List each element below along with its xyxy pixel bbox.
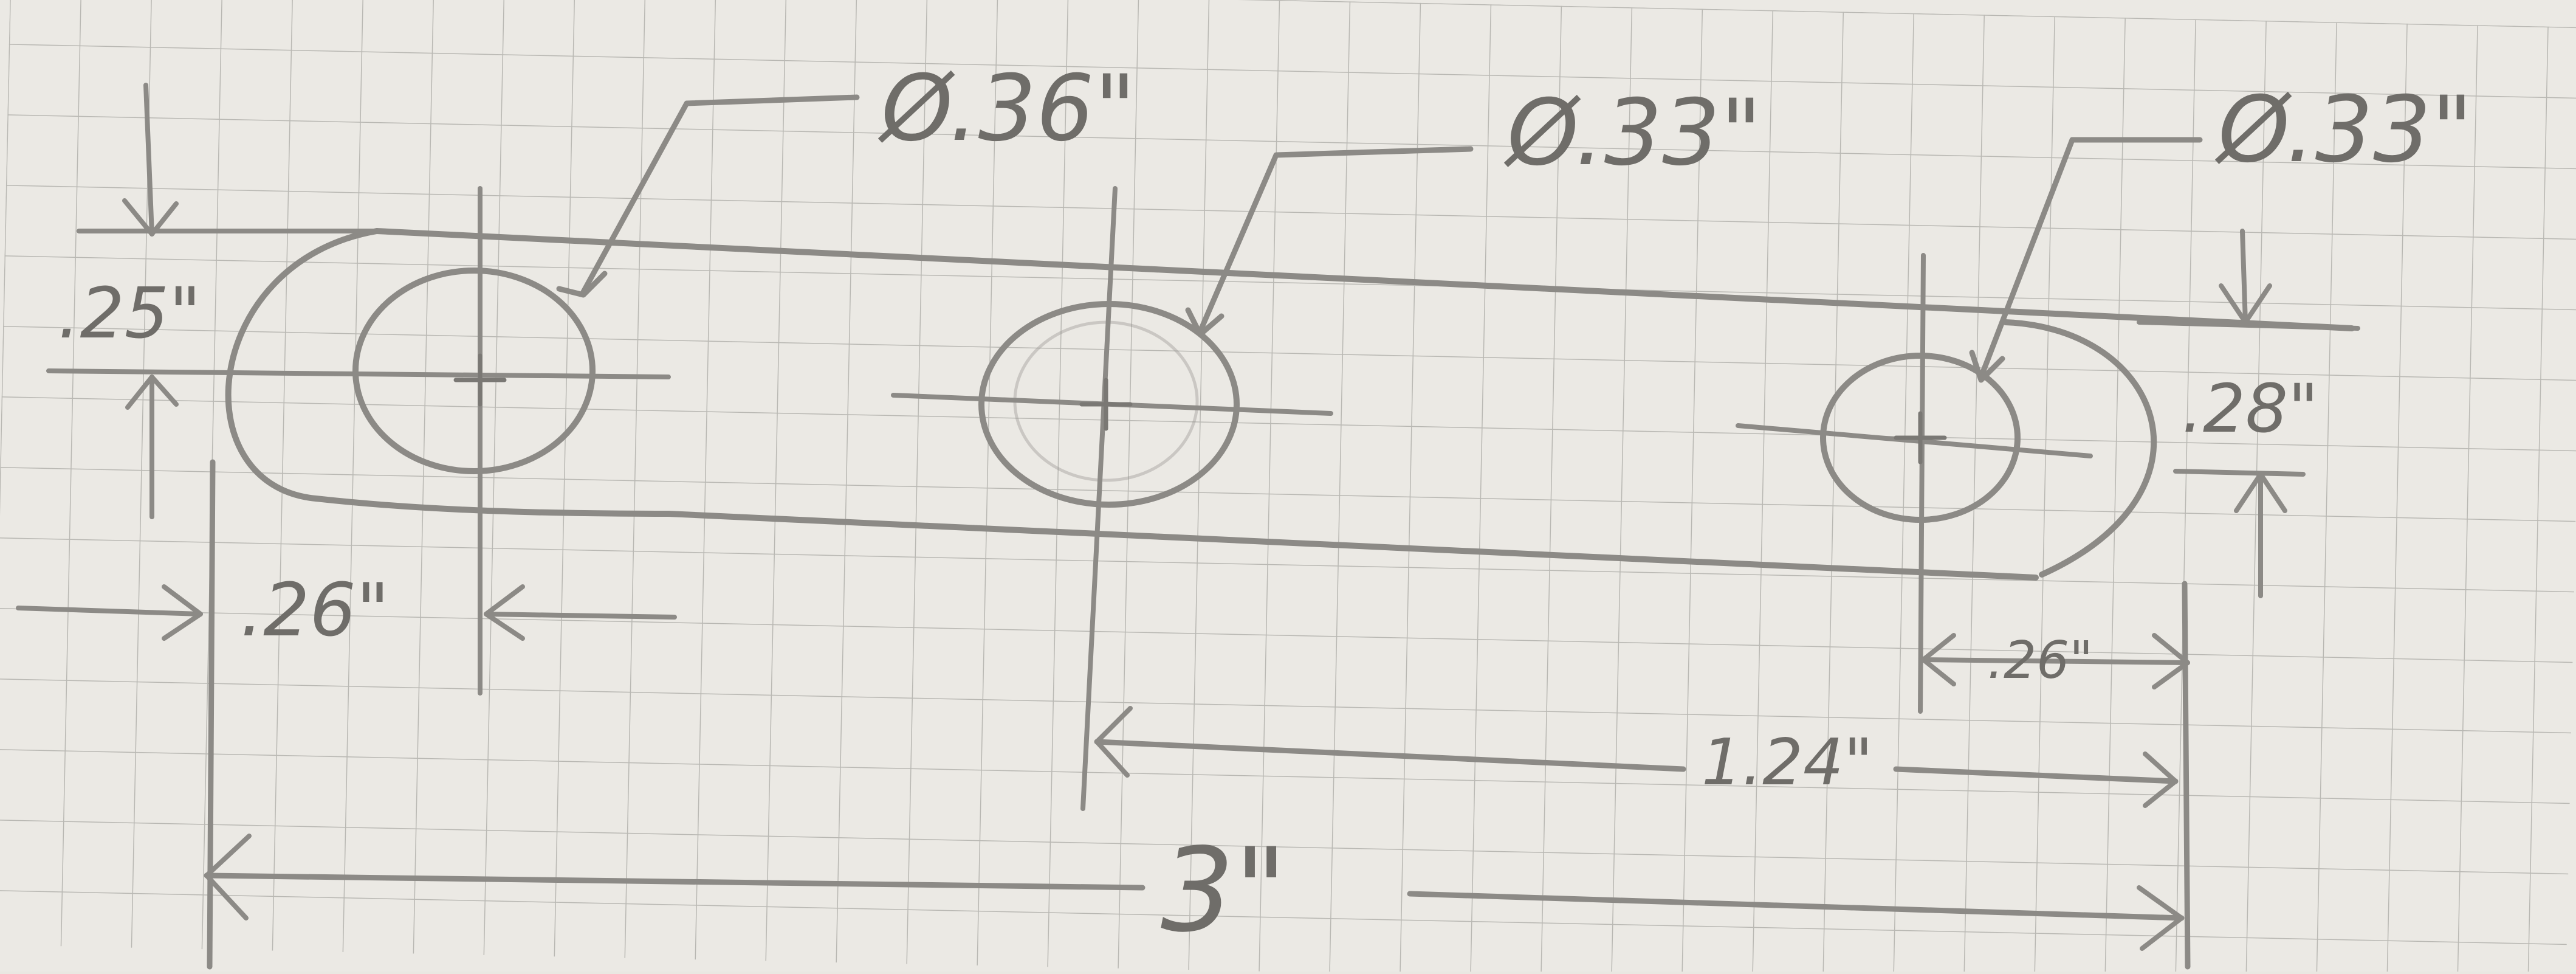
dim-right-end-height [2137, 229, 2360, 598]
part-outline [225, 228, 2355, 581]
label-left-end-height: .25" [58, 273, 201, 354]
dim-middle-to-right [1094, 706, 2179, 808]
dim-right-offset [1921, 581, 2191, 970]
label-right-hole-offset: .26" [1987, 630, 2093, 691]
label-left-hole-offset: .26" [240, 568, 390, 653]
label-left-hole-diameter: Ø.36" [878, 56, 1136, 162]
hole-middle [891, 186, 1333, 811]
label-middle-to-right: 1.24" [1702, 725, 1873, 800]
label-right-end-height: .28" [2182, 370, 2319, 447]
diameter-leaders [556, 94, 2203, 383]
label-right-hole-diameter: Ø.33" [2214, 77, 2473, 183]
hole-left [46, 186, 671, 696]
hole-right [1736, 253, 2093, 714]
dim-overall-length [204, 834, 2185, 951]
label-overall-length: 3" [1161, 823, 1287, 958]
dim-left-end-height [77, 83, 379, 519]
label-middle-hole-diameter: Ø.33" [1503, 80, 1762, 186]
